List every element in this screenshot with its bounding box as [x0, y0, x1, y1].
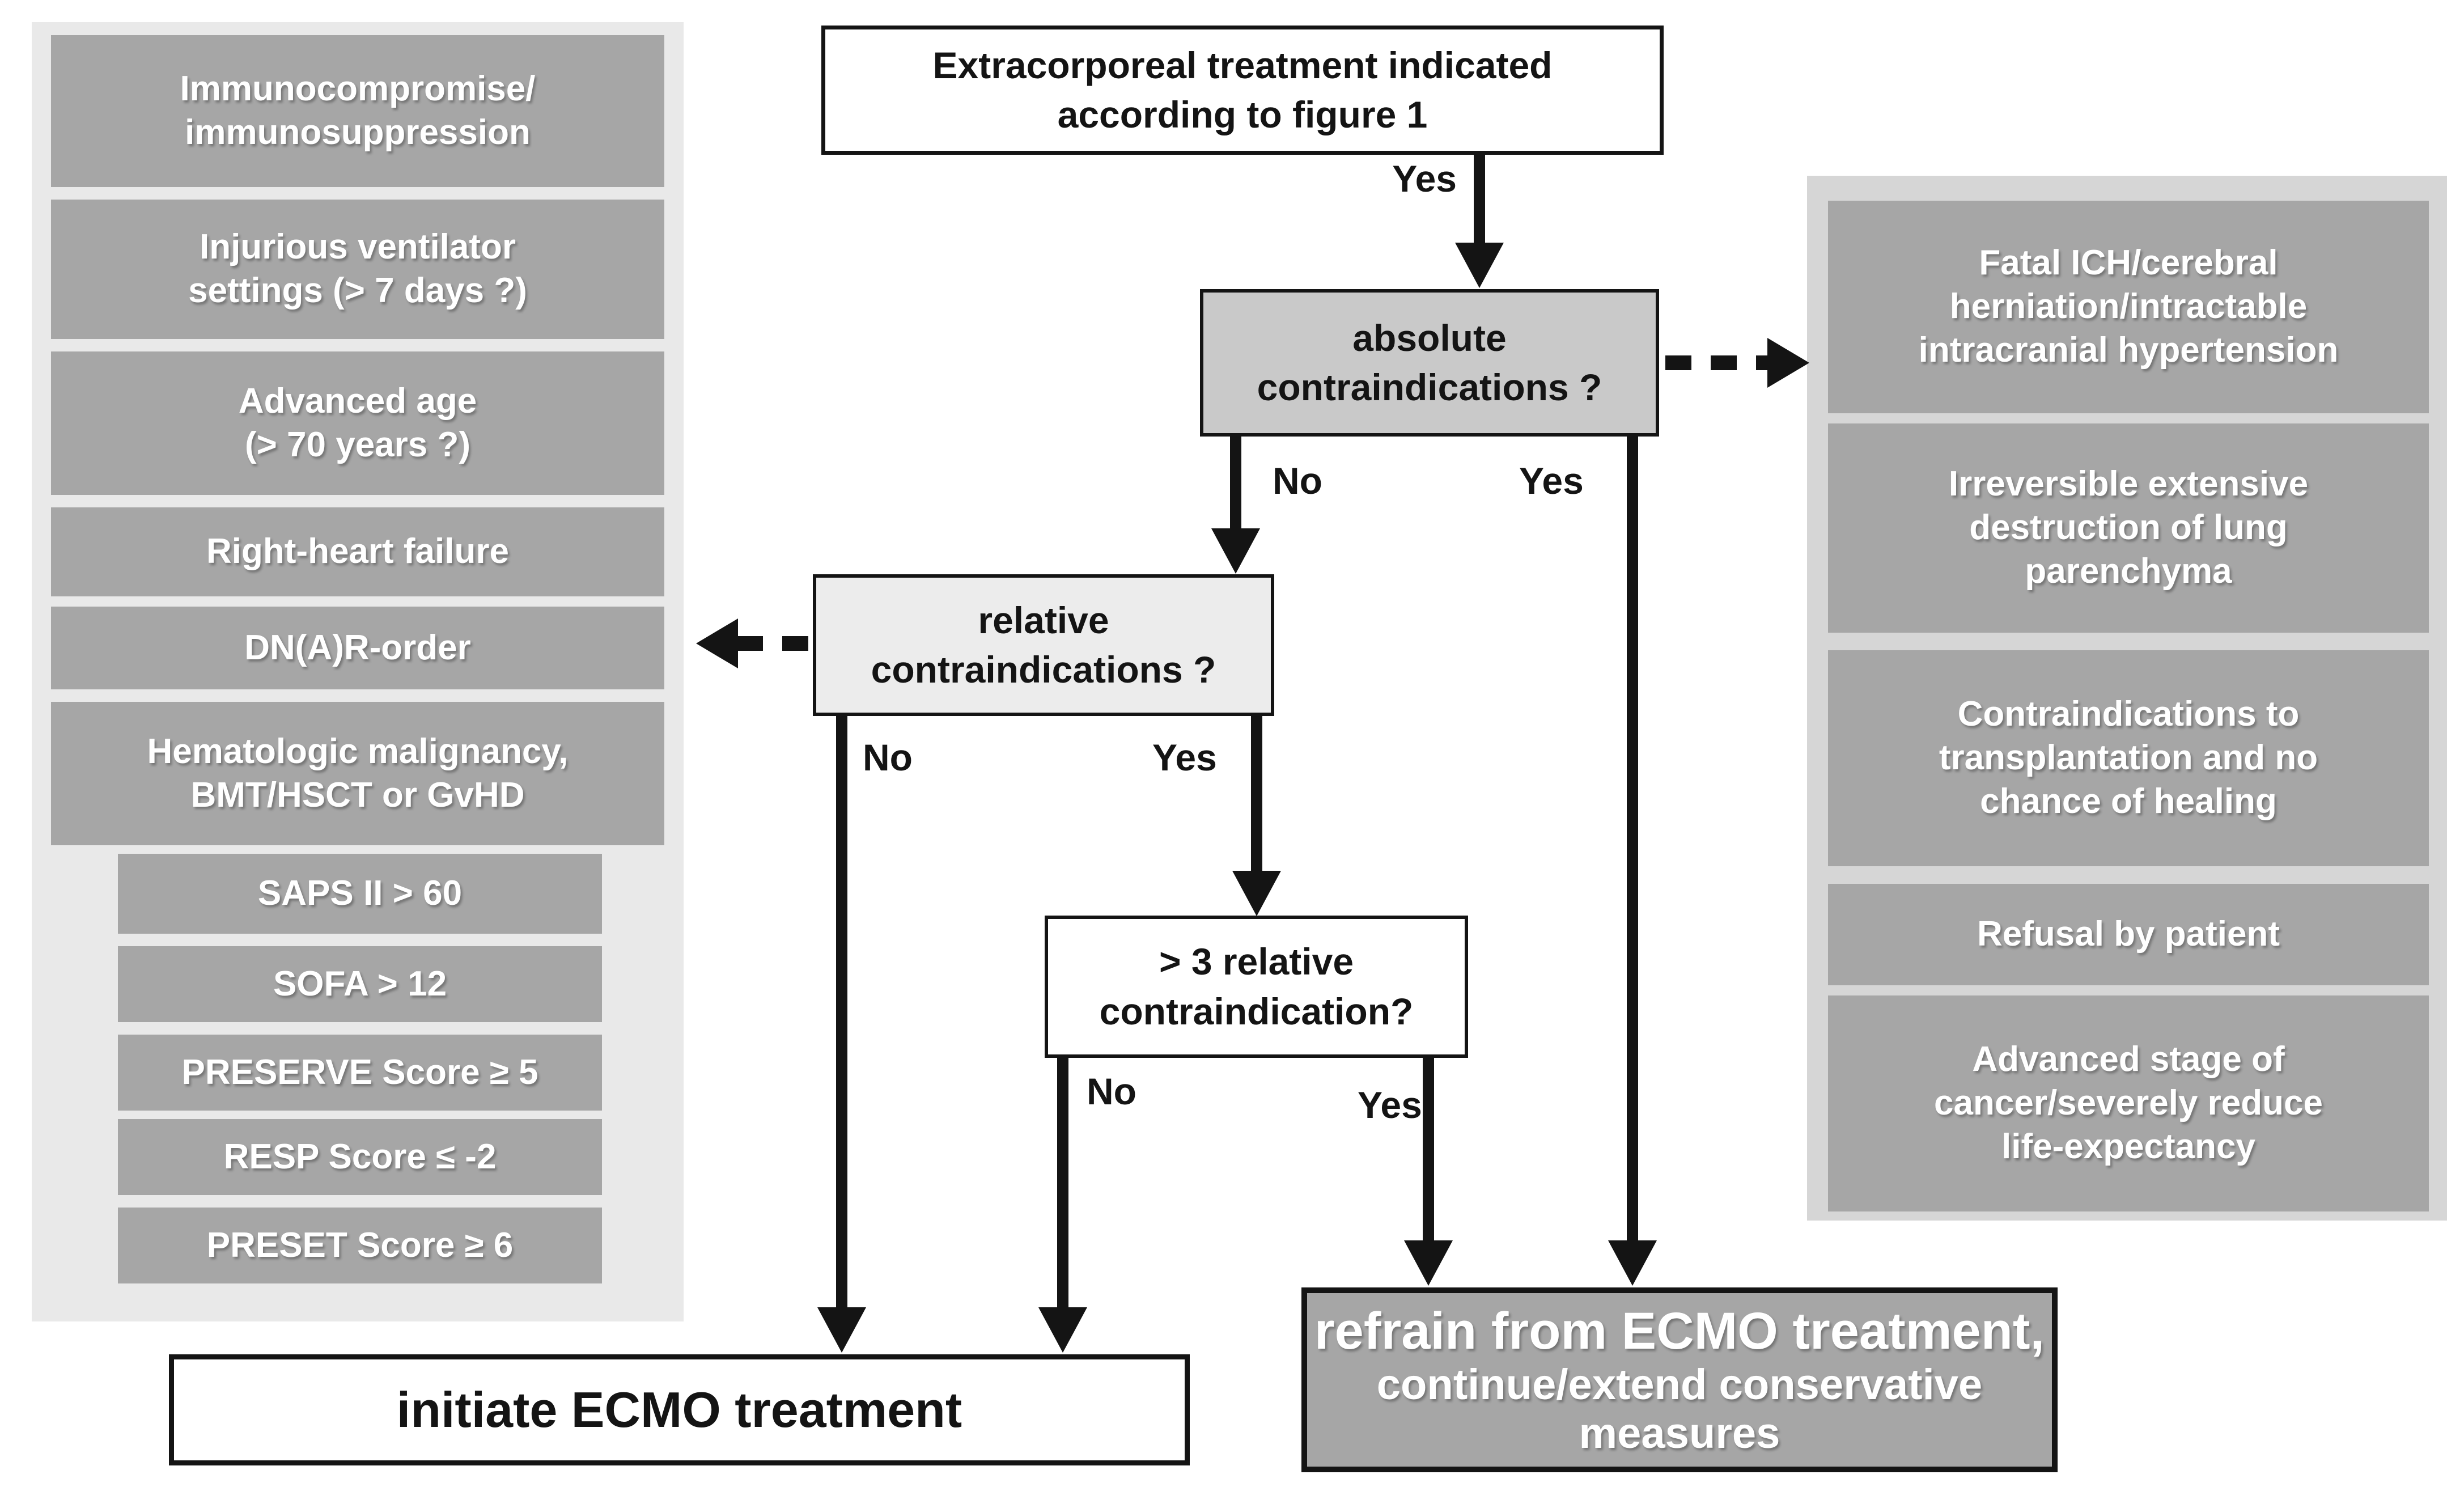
edge-label-yes: Yes	[1392, 158, 1457, 200]
arrowhead-left-icon	[696, 618, 738, 668]
absolute-contraindications-panel: Fatal ICH/cerebral herniation/intractabl…	[1807, 176, 2447, 1221]
initiate-ecmo-node: initiate ECMO treatment	[169, 1354, 1190, 1465]
score-box: PRESERVE Score ≥ 5	[118, 1035, 602, 1111]
arrowhead-down-icon	[1404, 1240, 1453, 1286]
absolute-contraindications-node: absolute contraindications ?	[1200, 289, 1659, 437]
dashed-arrow-to-absolute-list	[1665, 355, 1770, 370]
condition-box: Contraindications to transplantation and…	[1828, 650, 2429, 866]
refrain-ecmo-line2: continue/extend conservative measures	[1376, 1361, 1983, 1458]
arrow-start-to-absolute	[1474, 153, 1485, 255]
condition-box: Immunocompromise/ immunosuppression	[51, 35, 664, 187]
score-box: SAPS II > 60	[118, 854, 602, 934]
arrowhead-down-icon	[1211, 528, 1260, 574]
arrowhead-down-icon	[1038, 1307, 1087, 1353]
score-box: RESP Score ≤ -2	[118, 1119, 602, 1195]
condition-box: Advanced stage of cancer/severely reduce…	[1828, 995, 2429, 1211]
arrowhead-down-icon	[817, 1307, 866, 1353]
condition-box: DN(A)R-order	[51, 607, 664, 689]
arrow-relative-yes-to-gt3	[1251, 716, 1262, 875]
arrowhead-down-icon	[1455, 243, 1504, 288]
arrow-absolute-yes-to-refrain	[1627, 437, 1638, 1244]
refrain-ecmo-node: refrain from ECMO treatment, continue/ex…	[1301, 1287, 2058, 1472]
edge-label-no: No	[863, 736, 913, 778]
edge-label-yes: Yes	[1519, 460, 1584, 502]
arrow-gt3-no-to-initiate	[1057, 1058, 1068, 1311]
edge-label-no: No	[1273, 460, 1322, 502]
condition-box: Hematologic malignancy, BMT/HSCT or GvHD	[51, 702, 664, 845]
arrow-absolute-no	[1230, 437, 1241, 533]
condition-box: Advanced age (> 70 years ?)	[51, 351, 664, 495]
arrowhead-down-icon	[1232, 871, 1281, 916]
condition-box: Fatal ICH/cerebral herniation/intractabl…	[1828, 201, 2429, 413]
score-box: SOFA > 12	[118, 946, 602, 1022]
condition-box: Irreversible extensive destruction of lu…	[1828, 423, 2429, 633]
relative-contraindications-node: relative contraindications ?	[813, 574, 1274, 716]
refrain-ecmo-line1: refrain from ECMO treatment,	[1314, 1302, 2045, 1361]
edge-label-yes: Yes	[1152, 736, 1217, 778]
start-node: Extracorporeal treatment indicated accor…	[821, 26, 1664, 155]
arrowhead-right-icon	[1767, 338, 1809, 388]
condition-box: Injurious ventilator settings (> 7 days …	[51, 200, 664, 339]
condition-box: Right-heart failure	[51, 507, 664, 596]
relative-contraindications-panel: Immunocompromise/ immunosuppression Inju…	[32, 22, 684, 1321]
dashed-arrow-to-relative-list	[737, 636, 813, 651]
arrow-relative-no-to-initiate	[836, 716, 847, 1311]
arrow-gt3-yes-to-refrain	[1423, 1058, 1434, 1244]
condition-box: Refusal by patient	[1828, 884, 2429, 985]
edge-label-no: No	[1087, 1070, 1136, 1112]
more-than-3-relative-node: > 3 relative contraindication?	[1045, 916, 1468, 1058]
score-box: PRESET Score ≥ 6	[118, 1208, 602, 1283]
arrowhead-down-icon	[1608, 1240, 1657, 1286]
edge-label-yes: Yes	[1358, 1084, 1422, 1126]
